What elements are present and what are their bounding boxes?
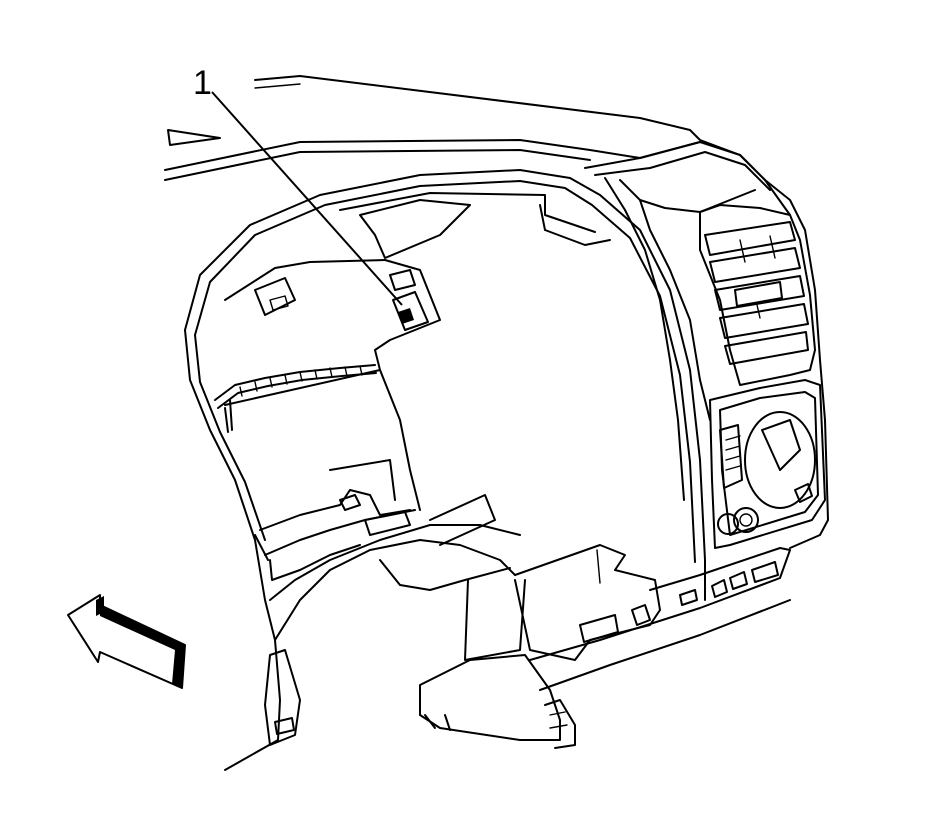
instrument-cluster-bezel [184, 169, 706, 771]
control-panel [709, 379, 826, 549]
wiring-harness [214, 364, 377, 433]
callout-leader-line [211, 91, 403, 306]
steering-column-trim [269, 494, 521, 641]
center-stack [584, 141, 829, 549]
direction-arrow-icon [67, 594, 186, 689]
cluster-opening [224, 192, 611, 406]
air-vent [704, 221, 809, 365]
lower-opening [254, 369, 421, 581]
callout-label: 1 [193, 64, 212, 102]
lower-trim-panel [529, 547, 791, 691]
knee-bolster-bracket [264, 544, 661, 749]
